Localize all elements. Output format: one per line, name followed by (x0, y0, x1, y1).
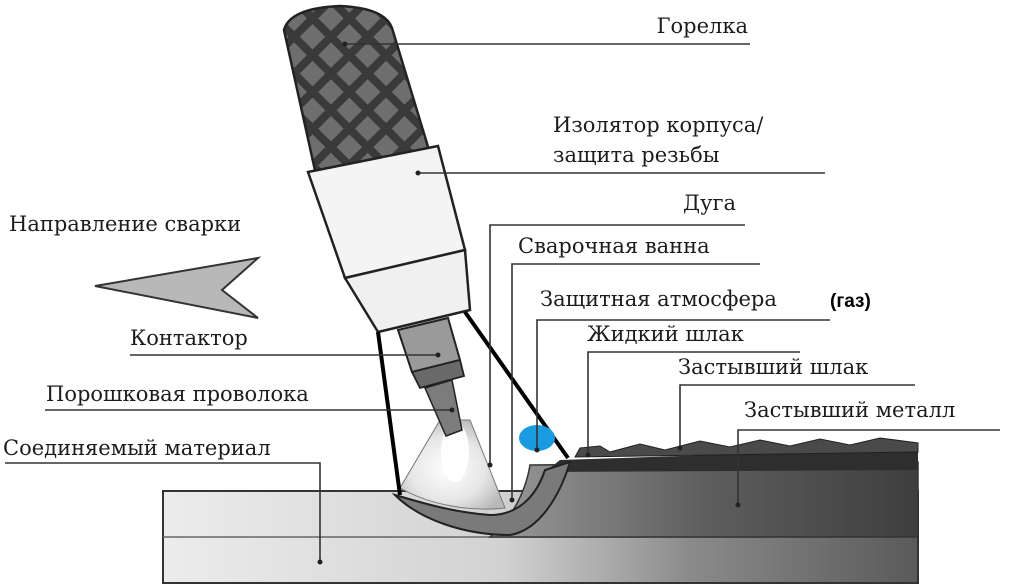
leader-lines (5, 43, 1000, 562)
label-liquid-slag: Жидкий шлак (587, 322, 744, 346)
label-flux-wire: Порошковая проволока (46, 382, 309, 406)
label-solid-metal: Застывший металл (744, 398, 955, 422)
weld-pool (391, 460, 572, 537)
label-insulator-line2: защита резьбы (553, 143, 719, 167)
contact-tip (396, 316, 466, 390)
gas-boundary-left (376, 331, 402, 496)
label-shield-atmosphere: Защитная атмосфера (540, 287, 777, 311)
label-shield-gas-note: (газ) (830, 291, 871, 312)
flux-wire (423, 379, 463, 437)
weld-bead (487, 437, 919, 538)
leader-dots (317, 41, 741, 565)
label-weld-pool: Сварочная ванна (518, 234, 710, 258)
insulator (306, 144, 472, 334)
label-direction: Направление сварки (9, 212, 241, 236)
torch-handle (282, 4, 434, 177)
label-arc: Дуга (683, 191, 736, 215)
label-torch: Горелка (657, 14, 748, 38)
direction-arrow-icon (94, 256, 262, 319)
label-base-material: Соединяемый материал (3, 436, 271, 460)
slag-crust (574, 437, 919, 458)
label-solid-slag: Застывший шлак (678, 355, 868, 379)
label-insulator-line1: Изолятор корпуса/ (553, 113, 764, 137)
label-contact-tip: Контактор (130, 326, 248, 350)
